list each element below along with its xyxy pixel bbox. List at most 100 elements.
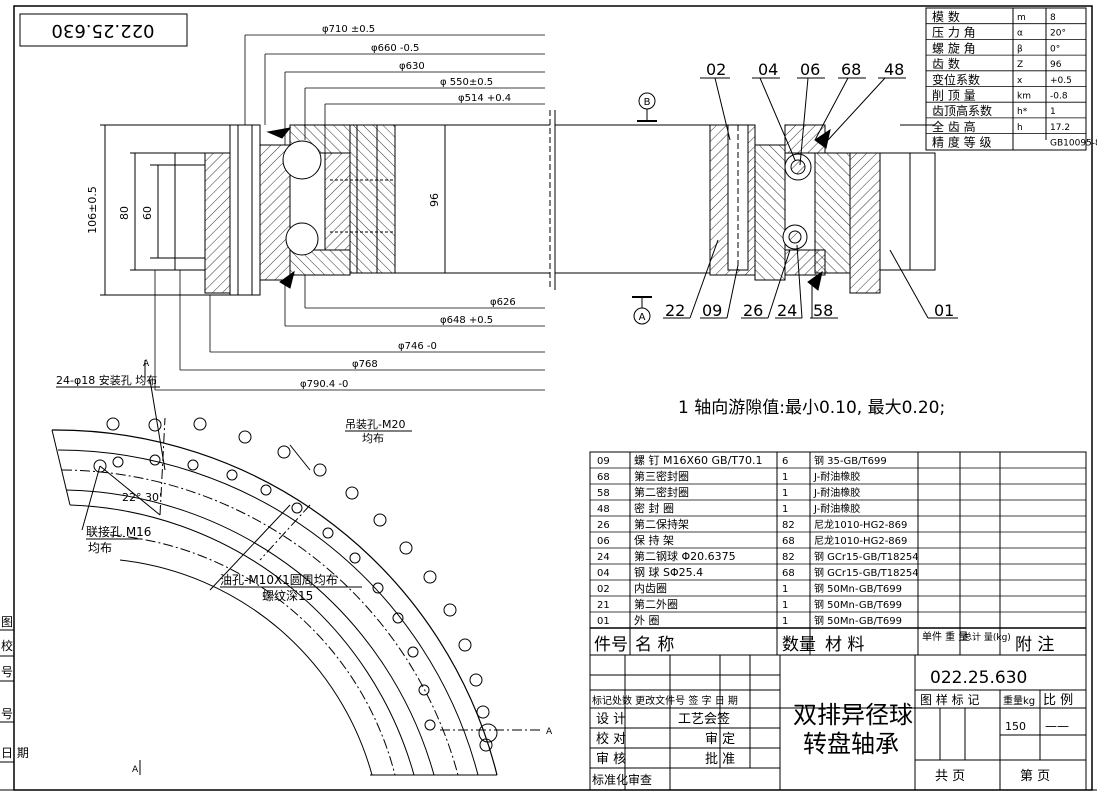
left-bolt-hole: [229, 124, 261, 296]
svg-text:螺 旋 角: 螺 旋 角: [932, 41, 976, 55]
svg-text:号: 号: [1, 665, 13, 679]
svg-text:——: ——: [1045, 719, 1069, 733]
svg-text:标准化审查: 标准化审查: [592, 772, 652, 787]
svg-text:φ630: φ630: [399, 61, 425, 72]
svg-text:批 准: 批 准: [705, 752, 735, 767]
svg-text:48: 48: [884, 60, 904, 79]
svg-text:A: A: [639, 312, 646, 323]
svg-text:02: 02: [597, 584, 610, 595]
svg-text:m: m: [1017, 13, 1026, 23]
svg-text:附 注: 附 注: [1015, 635, 1054, 655]
svg-text:钢 35-GB/T699: 钢 35-GB/T699: [814, 454, 887, 467]
svg-text:第二钢球 Φ20.6375: 第二钢球 Φ20.6375: [634, 549, 736, 563]
part-callouts-top: 02 04 06 68 48: [700, 60, 906, 166]
svg-text:58: 58: [813, 301, 833, 320]
svg-text:26: 26: [597, 520, 610, 531]
svg-text:联接孔 M16: 联接孔 M16: [86, 524, 151, 539]
svg-text:1: 1: [782, 472, 788, 483]
datum-b: B: [637, 92, 657, 122]
svg-text:共 页: 共 页: [935, 769, 965, 784]
svg-text:均布: 均布: [362, 432, 384, 445]
right-bottom-seal: [807, 270, 823, 291]
svg-text:A: A: [143, 359, 150, 369]
datum-a: A: [632, 296, 652, 325]
svg-text:8: 8: [1050, 13, 1056, 23]
svg-text:km: km: [1017, 92, 1031, 102]
svg-text:模 数: 模 数: [932, 9, 960, 24]
svg-text:1: 1: [782, 600, 788, 611]
svg-text:标记处数 更改文件号 签 字 日 期: 标记处数 更改文件号 签 字 日 期: [592, 694, 738, 707]
svg-text:φ710 ±0.5: φ710 ±0.5: [322, 24, 375, 35]
svg-text:钢 GCr15-GB/T18254: 钢 GCr15-GB/T18254: [814, 550, 919, 563]
svg-text:φ790.4 -0: φ790.4 -0: [300, 379, 348, 390]
bom-row: 21 第二外圈 1 钢 50Mn-GB/T699: [597, 597, 902, 611]
svg-text:审 核: 审 核: [596, 752, 626, 767]
svg-text:钢 50Mn-GB/T699: 钢 50Mn-GB/T699: [814, 598, 902, 611]
svg-text:-0.8: -0.8: [1050, 92, 1068, 102]
svg-text:φ746 -0: φ746 -0: [398, 341, 437, 352]
svg-text:06: 06: [800, 60, 820, 79]
svg-text:第二外圈: 第二外圈: [634, 597, 678, 611]
param-row: 模 数 m 8: [932, 9, 1056, 24]
title-block: [589, 654, 1087, 791]
bottom-dimensions: [154, 270, 545, 391]
svg-text:转盘轴承: 转盘轴承: [803, 730, 899, 758]
svg-text:24: 24: [777, 301, 797, 320]
svg-text:材 料: 材 料: [825, 635, 864, 655]
svg-text:单件 重 量: 单件 重 量: [922, 630, 968, 643]
svg-text:09: 09: [702, 301, 722, 320]
svg-text:22° 30': 22° 30': [122, 491, 162, 504]
svg-text:β: β: [1017, 44, 1023, 54]
top-dimensions: [244, 34, 545, 155]
vertical-dimensions: 106±0.5 80 60 96: [86, 186, 441, 234]
svg-text:α: α: [1017, 29, 1023, 39]
svg-text:J-耐油橡胶: J-耐油橡胶: [813, 486, 860, 499]
svg-text:60: 60: [141, 206, 154, 220]
svg-text:1: 1: [782, 616, 788, 627]
title-block-text: 022.25.630 双排异径球 转盘轴承 标记处数 更改文件号 签 字 日 期…: [592, 668, 1073, 787]
svg-text:h: h: [1017, 123, 1023, 133]
svg-text:68: 68: [597, 472, 610, 483]
svg-text:钢 GCr15-GB/T18254: 钢 GCr15-GB/T18254: [814, 566, 919, 579]
left-lower-ball: [285, 222, 319, 256]
svg-text:校 对: 校 对: [596, 731, 626, 747]
left-margin-labels: 图 校 号 号 日 期: [0, 615, 29, 763]
bom-header: 件号 名 称 数量 材 料 单件 重 量 总计 量(kg) 附 注: [594, 630, 1054, 655]
svg-text:1: 1: [782, 488, 788, 499]
svg-text:齿 数: 齿 数: [932, 56, 960, 71]
right-mid-ring: [754, 144, 786, 281]
svg-text:68: 68: [782, 536, 795, 547]
svg-text:总计 量(kg): 总计 量(kg): [963, 631, 1011, 643]
svg-text:80: 80: [118, 206, 131, 220]
svg-text:48: 48: [597, 504, 610, 515]
svg-text:第二密封圈: 第二密封圈: [634, 485, 689, 499]
svg-text:第三密封圈: 第三密封圈: [634, 469, 689, 483]
svg-text:22: 22: [665, 301, 685, 320]
svg-text:号: 号: [1, 707, 13, 721]
svg-text:20°: 20°: [1050, 29, 1066, 39]
drawing-number-mirrored: 022.25.630: [51, 20, 154, 41]
svg-text:校: 校: [1, 638, 13, 653]
svg-text:B: B: [644, 97, 651, 108]
plan-view: [51, 360, 540, 776]
svg-text:J-耐油橡胶: J-耐油橡胶: [813, 502, 860, 515]
svg-text:均布: 均布: [88, 541, 112, 555]
svg-text:图 样 标 记: 图 样 标 记: [920, 692, 979, 707]
svg-text:A: A: [132, 765, 139, 775]
svg-text:24: 24: [597, 552, 610, 563]
svg-text:比 例: 比 例: [1043, 693, 1073, 708]
right-gear-tooth-profile: [909, 152, 936, 271]
svg-text:Z: Z: [1017, 60, 1023, 70]
top-dimension-labels: φ710 ±0.5 φ660 -0.5 φ630 φ 550±0.5 φ514 …: [322, 24, 511, 104]
svg-text:21: 21: [597, 600, 610, 611]
svg-text:全 齿 高: 全 齿 高: [932, 119, 976, 134]
